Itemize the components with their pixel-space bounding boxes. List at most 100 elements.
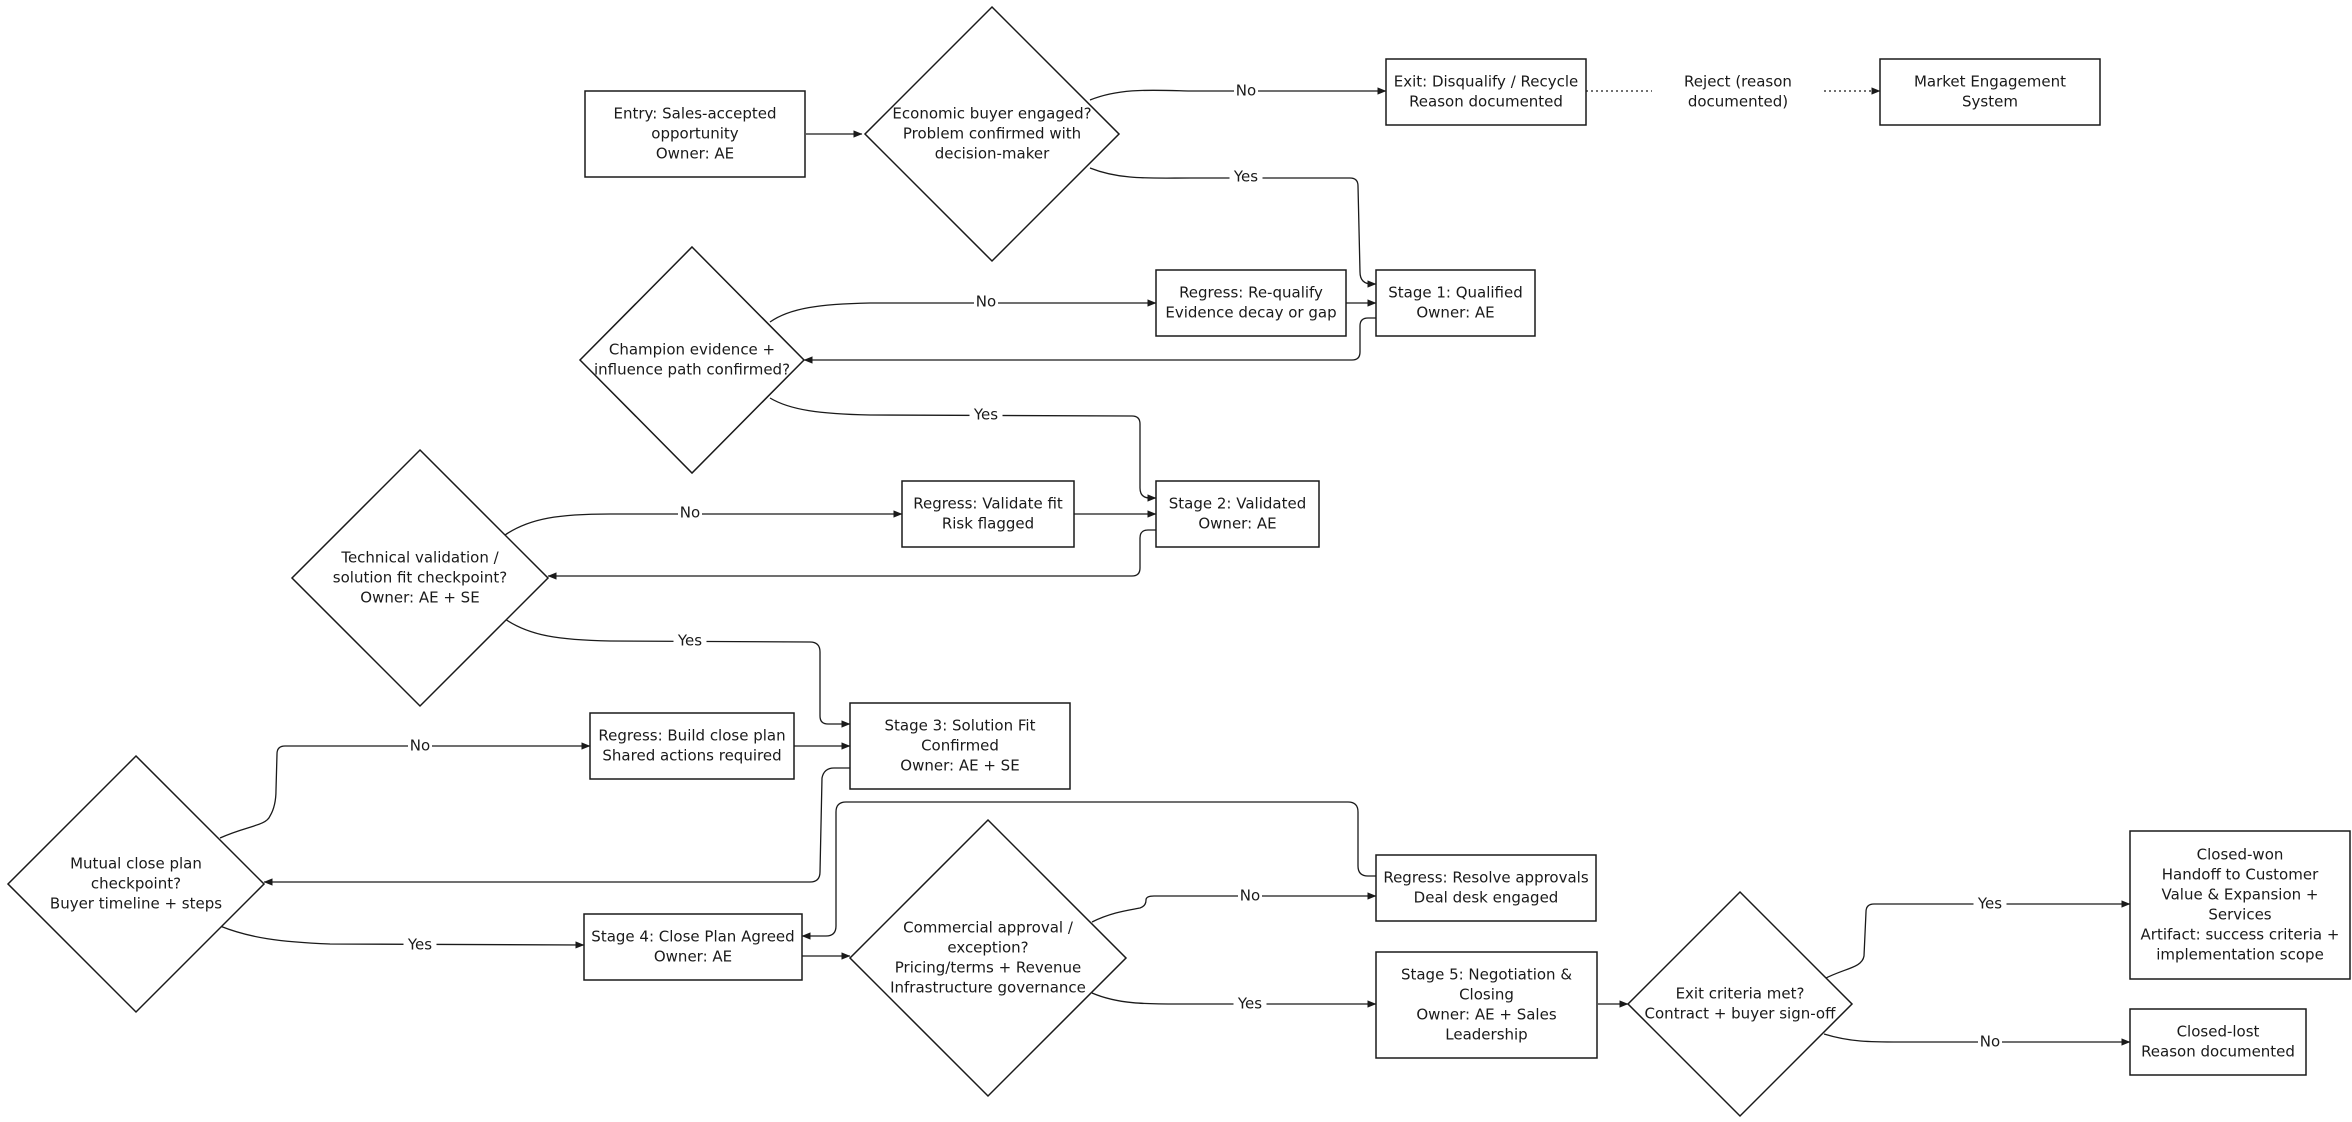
label-champion-yes: Yes [969, 406, 1003, 424]
node-stage3-solution-fit-box [849, 702, 1071, 790]
node-stage5-negotiation-label-line: Owner: AE + Sales [1416, 1006, 1556, 1024]
edge-economic-no-to-exit [1089, 87, 1387, 101]
decision-technical-validation-label-line: Owner: AE + SE [360, 589, 479, 607]
decision-champion-evidence: Champion evidence +influence path confir… [578, 245, 806, 475]
node-stage5-negotiation-label-line: Leadership [1445, 1026, 1527, 1044]
decision-technical-validation-label-line: Technical validation / [340, 549, 499, 567]
label-commercial-yes-text: Yes [1237, 995, 1262, 1013]
label-commercial-yes-bg [1233, 995, 1267, 1013]
label-commercial-no-text: No [1240, 887, 1260, 905]
label-close-yes-bg [403, 936, 437, 954]
node-exit-disqualify-label-line: Reason documented [1409, 93, 1563, 111]
label-close-no: No [408, 737, 432, 755]
label-technical-yes-bg [673, 632, 707, 650]
node-stage5-negotiation-label-line: Stage 5: Negotiation & [1401, 966, 1572, 984]
node-stage5-negotiation-label-line: Closing [1459, 986, 1514, 1004]
decision-mutual-close-plan-diamond [6, 754, 266, 1014]
label-exitcriteria-yes-bg [1973, 895, 2007, 913]
decision-commercial-approval: Commercial approval /exception?Pricing/t… [848, 818, 1128, 1098]
decision-technical-validation-label-line: solution fit checkpoint? [333, 569, 507, 587]
node-stage2-validated-box [1155, 480, 1320, 548]
label-champion-yes-bg [969, 406, 1003, 424]
decision-economic-buyer-diamond [863, 5, 1121, 263]
node-market-engagement-label-line: System [1962, 93, 2018, 111]
node-stage2-validated-label-line: Owner: AE [1198, 515, 1276, 533]
node-closed-won-label-line: Artifact: success criteria + [2141, 926, 2340, 944]
decision-mutual-close-plan-label-line: checkpoint? [91, 875, 181, 893]
node-regress-build-close-plan-label-line: Shared actions required [602, 747, 781, 765]
label-champion-yes-text: Yes [973, 406, 998, 424]
label-champion-no: No [974, 293, 998, 311]
edge-regress4-to-stage4 [801, 801, 1376, 940]
node-regress-build-close-plan-box [589, 712, 795, 780]
decision-champion-evidence-diamond [578, 245, 806, 475]
node-entry-box [584, 90, 806, 178]
node-reject-label-line: documented) [1688, 93, 1788, 111]
node-closed-won-label-line: Value & Expansion + [2161, 886, 2318, 904]
node-regress-validate-fit-box [901, 480, 1075, 548]
node-market-engagement-box [1879, 58, 2101, 126]
node-regress-validate-fit-label-line: Regress: Validate fit [913, 495, 1063, 513]
label-close-no-bg [408, 737, 432, 755]
decision-exit-criteria-label-line: Contract + buyer sign-off [1645, 1005, 1837, 1023]
node-stage1-qualified-label-line: Owner: AE [1416, 304, 1494, 322]
label-economic-yes-bg [1229, 168, 1263, 186]
node-regress-build-close-plan-label-line: Regress: Build close plan [598, 727, 785, 745]
edge-close-no-to-regress3 [219, 742, 591, 839]
node-regress-resolve-approvals-box [1375, 854, 1597, 922]
node-reject-label-line: Reject (reason [1684, 73, 1792, 91]
node-regress-requalify-box [1155, 269, 1347, 337]
edge-champion-yes-to-stage2 [769, 397, 1157, 502]
edge-exitcriteria-no-to-lost [1823, 1033, 2131, 1046]
node-closed-won-label-line: Services [2208, 906, 2271, 924]
node-stage3-solution-fit-label-line: Confirmed [921, 737, 999, 755]
node-exit-disqualify-label-line: Exit: Disqualify / Recycle [1394, 73, 1579, 91]
edges [219, 87, 2131, 1046]
decision-mutual-close-plan-label-line: Mutual close plan [70, 855, 202, 873]
node-regress-requalify-label-line: Evidence decay or gap [1165, 304, 1336, 322]
decision-commercial-approval-label-line: Pricing/terms + Revenue [895, 959, 1081, 977]
decision-economic-buyer-label-line: decision-maker [935, 145, 1050, 163]
node-closed-won-box [2129, 830, 2351, 980]
decision-commercial-approval-label-line: Infrastructure governance [890, 979, 1086, 997]
label-economic-yes: Yes [1229, 168, 1263, 186]
node-entry-label-line: Entry: Sales-accepted [613, 105, 776, 123]
decision-exit-criteria-label-line: Exit criteria met? [1676, 985, 1805, 1003]
node-closed-won-label-line: implementation scope [2156, 946, 2324, 964]
label-exitcriteria-no: No [1978, 1033, 2002, 1051]
node-reject: Reject (reason documented) [1684, 73, 1792, 111]
label-technical-no-text: No [680, 504, 700, 522]
label-champion-no-bg [974, 293, 998, 311]
node-stage2-validated-label-line: Stage 2: Validated [1169, 495, 1306, 513]
decision-technical-validation: Technical validation / solution fit check… [290, 448, 550, 708]
edge-stage2-to-technical [547, 529, 1156, 580]
node-stage4-close-plan-label-line: Stage 4: Close Plan Agreed [591, 928, 794, 946]
node-regress-validate-fit-label-line: Risk flagged [942, 515, 1034, 533]
label-economic-no: No [1234, 82, 1258, 100]
node-regress-requalify-label-line: Regress: Re-qualify [1179, 284, 1323, 302]
label-technical-no-bg [678, 504, 702, 522]
edge-commercial-no-to-regress4 [1091, 892, 1377, 923]
node-entry-label-line: opportunity [651, 125, 739, 143]
label-exitcriteria-no-text: No [1980, 1033, 2000, 1051]
label-close-yes: Yes [403, 936, 437, 954]
edge-stage1-to-champion [803, 317, 1376, 364]
edge-stage3-to-close [263, 767, 850, 886]
label-commercial-yes: Yes [1233, 995, 1267, 1013]
node-regress-resolve-approvals-label-line: Regress: Resolve approvals [1383, 869, 1589, 887]
node-closed-won-label-line: Handoff to Customer [2162, 866, 2319, 884]
node-exit-disqualify-box [1385, 58, 1587, 126]
node-regress-resolve-approvals-label-line: Deal desk engaged [1414, 889, 1559, 907]
